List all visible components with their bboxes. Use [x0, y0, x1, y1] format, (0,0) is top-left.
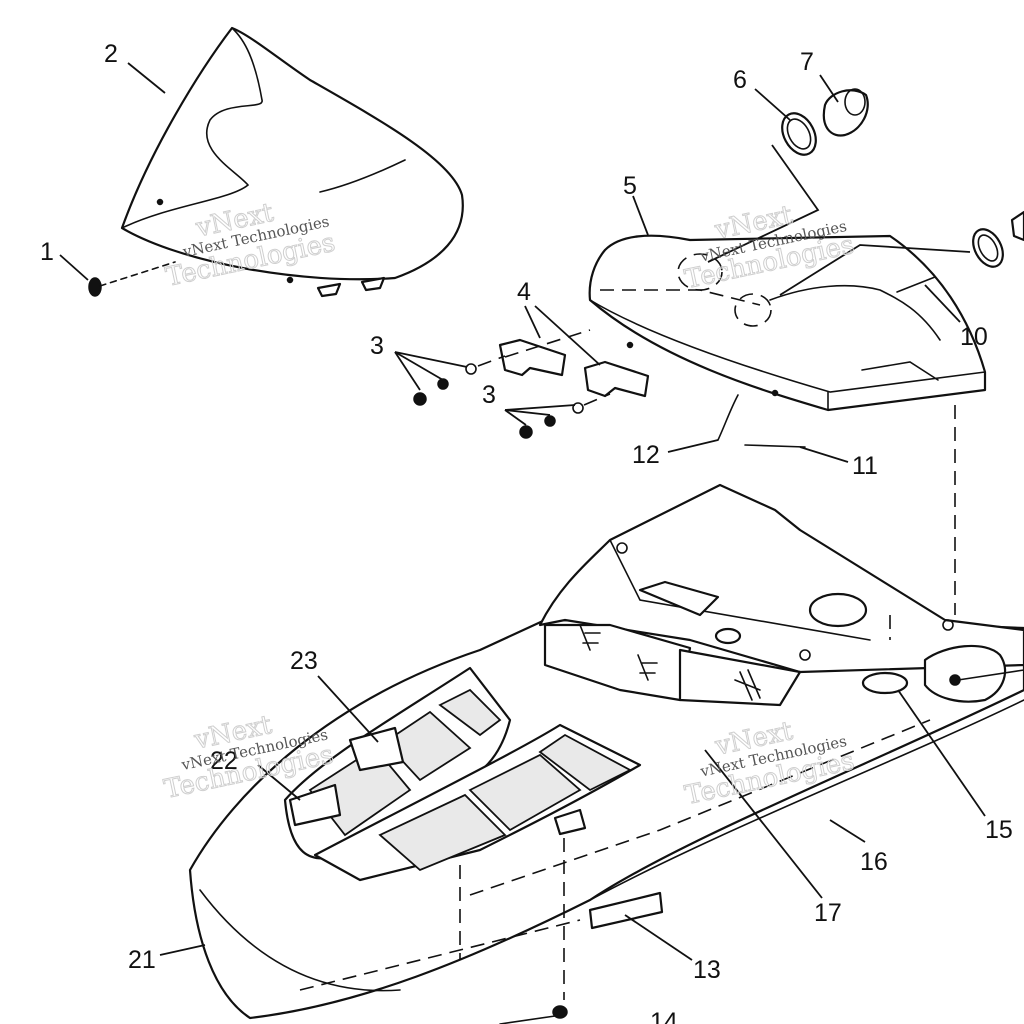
instrument-hood [588, 234, 987, 412]
side-openings [861, 644, 1024, 703]
callout-15: 15 [985, 816, 1013, 844]
dashboard-console [538, 483, 1024, 707]
windshield [120, 26, 464, 298]
callout-labels: 1 2 3 3 4 5 6 7 10 11 12 13 14 15 16 17 … [40, 40, 1013, 1024]
callout-7: 7 [800, 48, 814, 76]
callout-16: 16 [860, 848, 888, 876]
callout-1: 1 [40, 238, 54, 266]
gauge-bezel-parts [781, 88, 1024, 268]
callout-22: 22 [210, 747, 238, 775]
watermark-bottom-right: vNext vNext Technologies Technologies [682, 716, 858, 812]
callout-13: 13 [693, 956, 721, 984]
mounting-brackets [498, 338, 650, 398]
alignment-guides [504, 144, 971, 1000]
callout-23: 23 [290, 647, 318, 675]
callout-3-upper: 3 [370, 332, 384, 360]
callout-11: 11 [852, 452, 878, 480]
nuts-and-washers [413, 355, 611, 439]
callout-5: 5 [623, 172, 637, 200]
small-hardware [717, 276, 936, 448]
callout-12: 12 [632, 441, 660, 469]
callout-6: 6 [733, 66, 747, 94]
callout-10: 10 [960, 323, 988, 351]
callout-4: 4 [517, 278, 531, 306]
fastener-screw [88, 261, 176, 297]
callout-leaders [59, 62, 986, 961]
callout-14: 14 [650, 1008, 678, 1024]
callout-21: 21 [128, 946, 156, 974]
callout-2: 2 [104, 40, 118, 68]
callout-17: 17 [814, 899, 842, 927]
bottom-fastener [499, 1005, 568, 1024]
seat-area [283, 666, 642, 882]
callout-3-lower: 3 [482, 381, 496, 409]
